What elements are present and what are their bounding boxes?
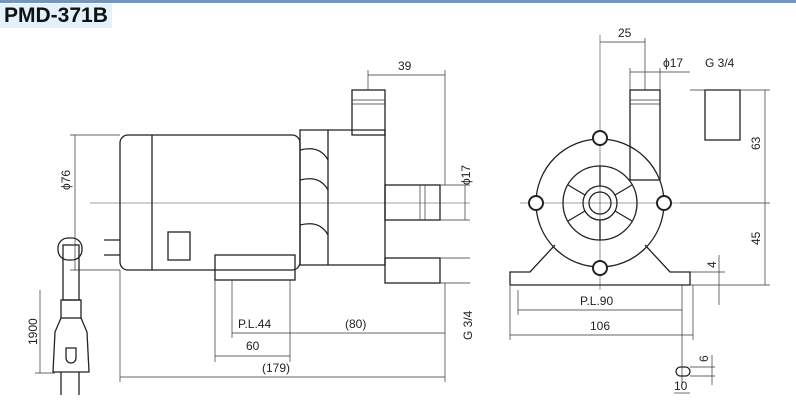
page-title: PMD-371B [0,4,112,28]
dim-1900: 1900 [26,318,40,345]
dim-phi17-front: ϕ17 [663,56,683,70]
side-dimensions: 39 ϕ76 ϕ17 G 3/4 P.L.44 (80) 60 (179) [59,59,475,382]
dim-10: 10 [674,379,688,393]
dim-g34-front: G 3/4 [705,56,735,70]
dim-pl90: P.L.90 [580,294,613,308]
front-view [509,35,741,290]
power-cord: 1900 [26,237,90,395]
dim-phi17-side: ϕ17 [459,165,473,185]
dim-179: (179) [262,361,290,375]
bolt-icons [528,130,672,276]
mounting-slot [675,366,691,377]
dim-4: 4 [705,261,719,268]
dim-6: 6 [697,355,711,362]
dim-pl44: P.L.44 [238,317,271,331]
dim-60: 60 [246,339,260,353]
dim-phi76: ϕ76 [59,170,73,190]
dim-39: 39 [398,59,412,73]
header-bar [0,0,796,3]
dim-g34-side: G 3/4 [461,310,475,340]
dim-45: 45 [749,231,763,245]
dim-80: (80) [345,317,366,331]
front-dimensions: 25 ϕ17 G 3/4 63 45 4 P.L.90 106 6 10 [509,26,770,394]
dim-25: 25 [618,26,632,40]
side-view [90,89,470,284]
dim-63: 63 [749,136,763,150]
dim-106: 106 [590,319,610,333]
